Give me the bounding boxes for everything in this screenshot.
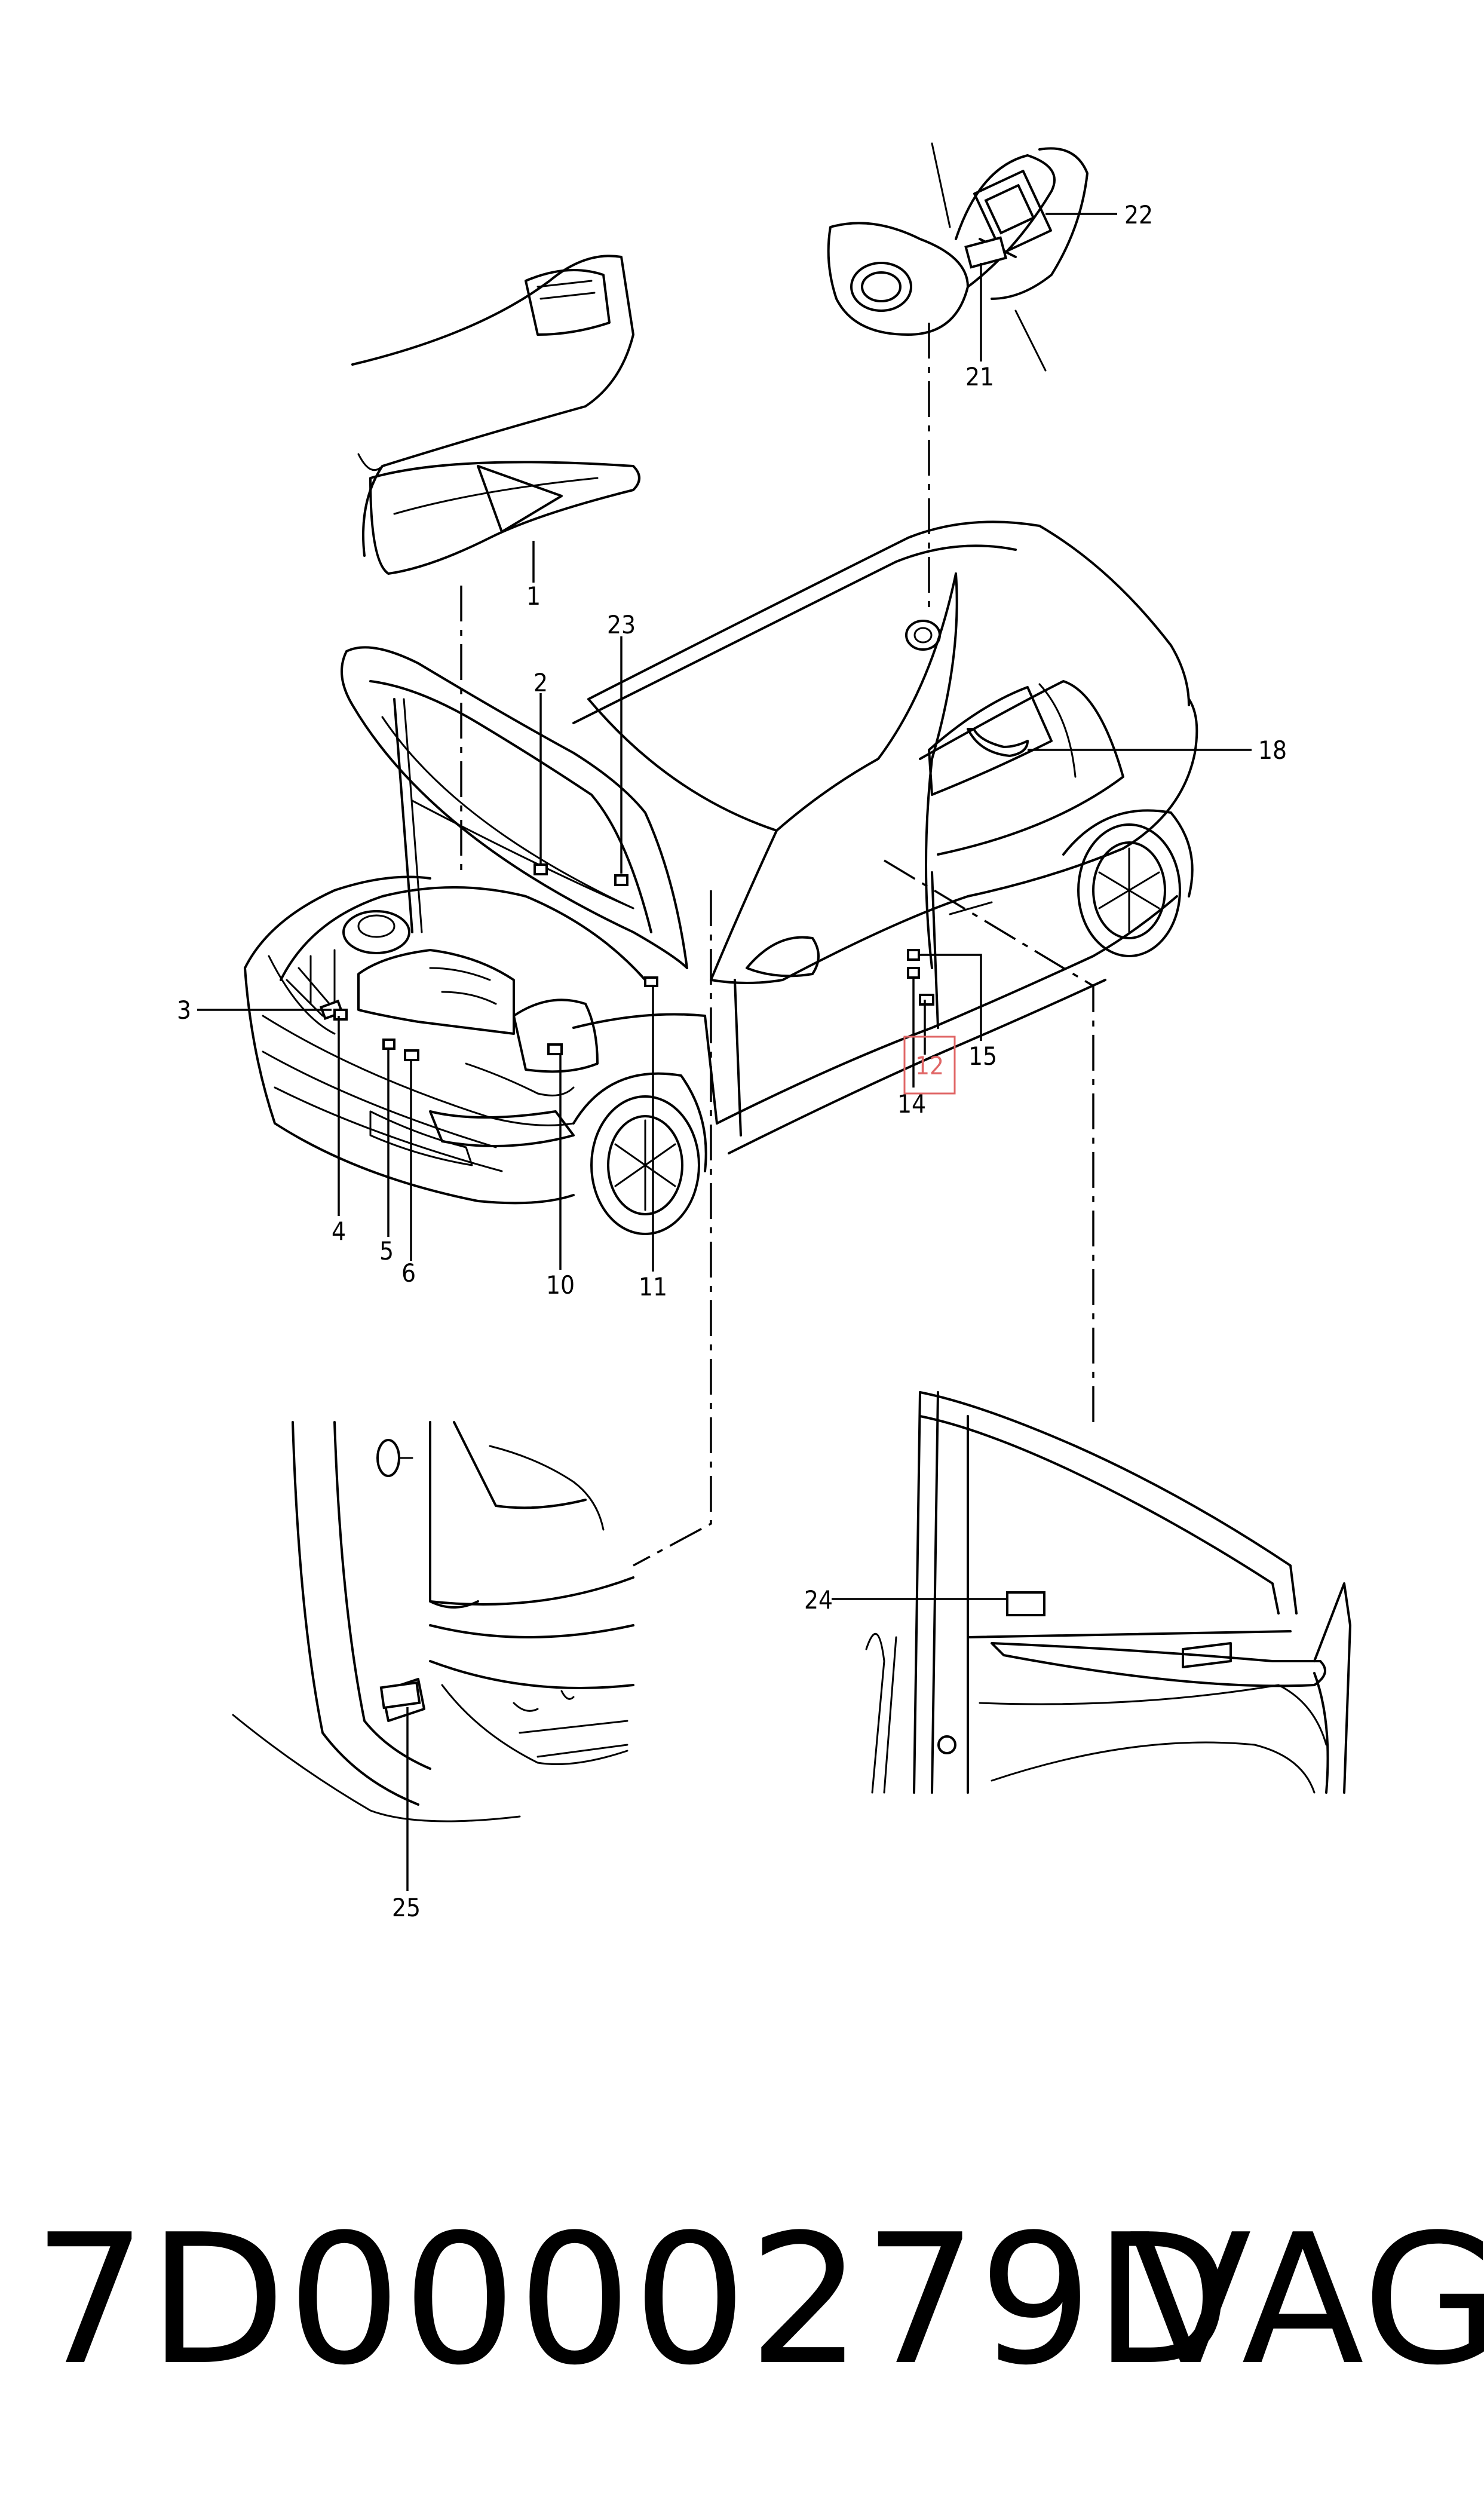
callout-2: 2 <box>533 668 548 697</box>
callout-1: 1 <box>526 581 541 611</box>
callout-4: 4 <box>332 1217 346 1246</box>
callout-15: 15 <box>968 1041 997 1071</box>
callout-numbers: 1 2 3 4 5 6 10 11 12 14 15 18 21 22 23 2… <box>177 200 1287 1922</box>
callout-10: 10 <box>546 1270 575 1300</box>
callout-22: 22 <box>1124 200 1153 229</box>
callout-21: 21 <box>965 362 994 391</box>
callout-14: 14 <box>897 1089 926 1119</box>
callout-11: 11 <box>639 1272 667 1301</box>
door-detail <box>865 1391 1351 1794</box>
door-pillar-detail <box>232 1421 634 1822</box>
callout-23: 23 <box>607 610 636 639</box>
callout-25: 25 <box>392 1893 421 1922</box>
part-number: 7D0000279D <box>33 2196 1233 2404</box>
callout-24: 24 <box>804 1585 833 1615</box>
callout-18: 18 <box>1258 736 1287 765</box>
callout-5: 5 <box>379 1236 394 1266</box>
callout-6: 6 <box>401 1258 416 1288</box>
fuel-cap-detail <box>827 142 1089 372</box>
glovebox-detail <box>351 255 640 575</box>
brand-label: VAG <box>1129 2196 1484 2404</box>
callout-3: 3 <box>177 995 191 1025</box>
leader-lines <box>197 213 1252 1891</box>
highlight-box <box>903 1036 956 1095</box>
callout-12: 12 <box>915 1051 944 1080</box>
car-illustration <box>244 520 1198 1235</box>
reference-lines <box>460 323 1094 1567</box>
